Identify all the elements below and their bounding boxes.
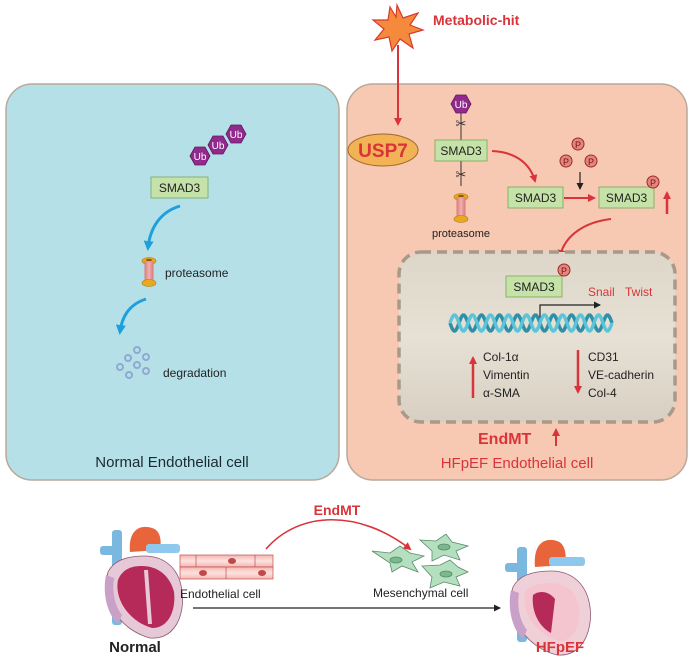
ub-label: Ub [230,130,243,141]
hfpef-panel-title: HFpEF Endothelial cell [441,455,594,472]
dna-strand [448,313,614,333]
endmt-label: EndMT [478,431,532,448]
ub-tag-icon: Ub [225,124,247,144]
degradation-arrow [143,204,181,251]
ubiquitin-chain: Ub Ub Ub [189,124,247,166]
upregulated-gene: Col-1α [483,350,519,364]
smad3-nuclear-box: SMAD3 [505,275,563,298]
degradation-label: degradation [163,366,226,380]
smad3-label: SMAD3 [513,280,555,294]
smad3-phosphorylated-box: SMAD3 [598,186,655,209]
phosphate-icon: P [571,137,585,151]
degradation-arrow-2 [115,297,147,335]
hfpef-label: HFpEF [536,639,584,656]
smad3-box: SMAD3 [150,176,209,199]
smad3-label: SMAD3 [440,144,482,158]
ub-label: Ub [455,100,468,111]
scissors-icon: ✂ [456,116,467,131]
ub-tag-icon: Ub [450,94,472,114]
starburst-icon [371,2,425,53]
nuclear-translocation-arrow [557,218,612,258]
degraded-fragments-icon [116,346,150,379]
downregulated-gene: Col-4 [588,386,617,400]
usp7-label: USP7 [358,141,408,162]
normal-cell-panel [5,83,340,481]
nucleus [397,250,677,424]
smad3-box: SMAD3 [434,139,488,162]
phosphate-label: P [575,140,581,150]
smad3-label: SMAD3 [515,191,557,205]
mesenchymal-cell-icon [371,533,470,589]
dna-helix-icon [448,313,614,333]
phosphate-label: P [561,266,567,276]
ub-tag-icon: Ub [207,135,229,155]
hfpef-heart-icon [505,539,591,656]
scissors-icon: ✂ [456,167,467,182]
ub-tag-icon: Ub [189,146,211,166]
normal-label: Normal [109,639,161,656]
endmt-transition-arrow [265,518,412,551]
stabilization-arrow [491,150,538,183]
phosphate-label: P [650,178,656,188]
proteasome-label: proteasome [165,266,229,280]
upregulated-gene: α-SMA [483,386,520,400]
ub-label: Ub [212,141,225,152]
endothelial-cell-label: Endothelial cell [180,587,261,601]
downregulated-gene: CD31 [588,350,619,364]
upregulated-gene: Vimentin [483,368,529,382]
proteasome-label: proteasome [432,228,490,240]
endothelial-cell-icon [179,554,274,580]
smad3-label: SMAD3 [159,181,201,195]
smad3-label: SMAD3 [606,191,648,205]
phosphate-icon: P [559,154,573,168]
phosphate-label: P [563,157,569,167]
gene-snail-label: Snail [588,285,615,299]
smad3-unphosphorylated-box: SMAD3 [507,186,564,209]
normal-panel-title: Normal Endothelial cell [95,454,248,471]
mesenchymal-cell-label: Mesenchymal cell [373,586,468,600]
phosphate-label: P [588,157,594,167]
metabolic-hit-label: Metabolic-hit [433,12,520,28]
downregulated-gene: VE-cadherin [588,368,654,382]
transcription-start-arrow [539,301,601,323]
normal-heart-icon [100,526,183,639]
gene-twist-label: Twist [625,285,653,299]
ub-label: Ub [194,152,207,163]
phosphate-icon: P [646,175,660,189]
phosphate-icon: P [584,154,598,168]
usp7-enzyme: USP7 [347,133,419,167]
phosphate-icon: P [557,263,571,277]
endmt-transition-label: EndMT [314,502,361,518]
